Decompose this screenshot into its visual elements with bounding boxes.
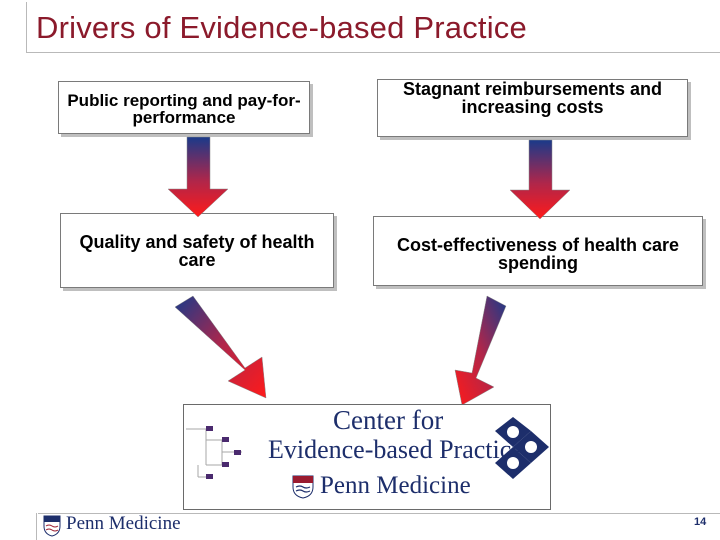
arrow-diagonal-right xyxy=(454,295,507,406)
public-reporting-label: Public reporting and pay-for-performance xyxy=(67,91,301,128)
public-reporting-box: Public reporting and pay-for-performance xyxy=(58,81,310,134)
footer-divider-vertical xyxy=(36,513,37,540)
stagnant-reimbursements-box: Stagnant reimbursements and increasing c… xyxy=(377,79,688,137)
logo-line-penn-medicine: Penn Medicine xyxy=(320,472,471,499)
logo-line-ebp: Evidence-based Practice xyxy=(268,435,523,464)
arrow-down-left xyxy=(167,136,229,218)
arrow-diagonal-left xyxy=(174,295,267,399)
stagnant-reimbursements-label: Stagnant reimbursements and increasing c… xyxy=(402,79,663,118)
footer-brand: Penn Medicine xyxy=(66,513,181,534)
title-divider xyxy=(26,52,720,53)
footer-divider xyxy=(38,513,720,514)
logo-line-center-for: Center for xyxy=(333,405,444,435)
title-divider-vertical xyxy=(26,2,27,53)
arrow-down-right xyxy=(509,139,571,220)
diamond-dots-emblem xyxy=(495,417,549,479)
cost-effectiveness-box: Cost-effectiveness of health care spendi… xyxy=(373,216,703,286)
center-for-ebp-logo: Center for Evidence-based Practice Penn … xyxy=(183,404,551,510)
slide-title: Drivers of Evidence-based Practice xyxy=(36,10,527,45)
penn-shield-icon xyxy=(292,475,314,499)
cost-effectiveness-label: Cost-effectiveness of health care spendi… xyxy=(396,235,680,274)
page-number: 14 xyxy=(694,516,707,528)
quality-safety-box: Quality and safety of health care xyxy=(60,213,334,288)
org-chart-graphic xyxy=(186,426,242,479)
footer-penn-shield-icon xyxy=(43,515,61,537)
quality-safety-label: Quality and safety of health care xyxy=(79,232,315,271)
